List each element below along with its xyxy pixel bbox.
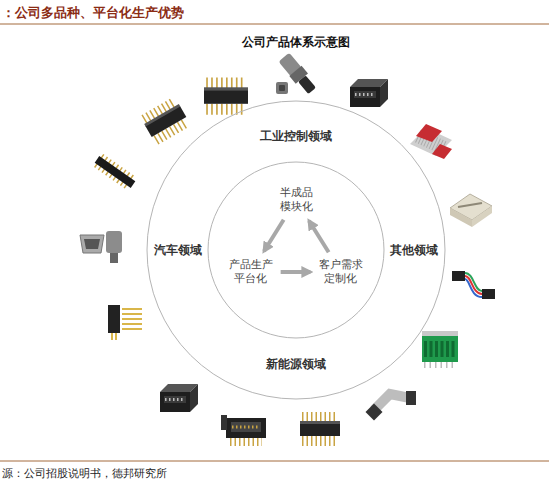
connector-photo: [143, 101, 189, 141]
cycle-arrow: [281, 270, 311, 274]
connector-photo: [108, 305, 132, 340]
connector-photo: [204, 84, 248, 109]
cycle-step: 产品生产 平台化: [225, 256, 276, 288]
connector-photo: [350, 79, 388, 107]
connector-photo: [276, 52, 318, 96]
cycle-arrow: [309, 221, 329, 253]
domain-label: 工业控制领域: [260, 129, 332, 144]
cycle-step: 半成品 模块化: [275, 184, 318, 216]
domain-label: 其他领域: [390, 243, 438, 258]
connector-photo: [422, 331, 458, 365]
domain-ring: 工业控制领域汽车领域 其他领域新能源领域 半成品 模块化产品生产 平台化 客户需求 定…: [146, 100, 446, 400]
connector-photo: [450, 194, 492, 227]
step-label: 产品生产 平台化: [227, 258, 274, 286]
header-rule: [0, 24, 549, 25]
cycle-step: 客户需求 定制化: [315, 256, 366, 288]
connector-photo: [300, 418, 340, 441]
step-label: 客户需求 定制化: [317, 258, 364, 286]
connector-photo: [221, 415, 266, 442]
source-caption: 源：公司招股说明书，德邦研究所: [2, 466, 167, 481]
domain-label: 新能源领域: [266, 357, 326, 372]
domain-label: 汽车领域: [154, 243, 202, 258]
outer-circle: [147, 101, 445, 399]
step-label: 半成品 模块化: [277, 186, 316, 214]
connector-photo: [452, 271, 495, 299]
figure-title: 公司产品体系示意图: [242, 34, 350, 51]
footer-rule: [0, 461, 549, 462]
cycle-arrow: [264, 220, 284, 252]
connector-photo: [366, 391, 416, 420]
connector-photo: [160, 384, 198, 412]
inner-circle: [208, 162, 384, 338]
connector-photo: [410, 124, 452, 159]
connector-photo: [80, 231, 122, 263]
header-label: ：公司多品种、平台化生产优势: [2, 4, 184, 22]
connector-photo: [95, 156, 136, 188]
